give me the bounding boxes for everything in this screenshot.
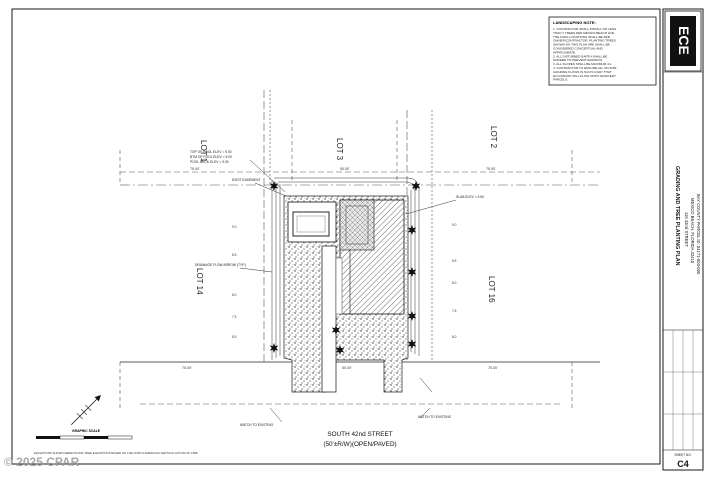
callout-easement: EXIST EASEMENT — [232, 178, 261, 182]
address-line1: 115 42nd STREET — [684, 212, 689, 247]
dimension-labels: 75.00' 50.00' 75.00' 75.00' 50.00' 75.00… — [182, 167, 498, 370]
notes-line: SODDED TO PREVENT EROSION. — [553, 58, 603, 62]
revision-grid — [663, 330, 703, 450]
elevation-tag: 8.5 — [232, 335, 237, 339]
dim-bottom-left: 75.00' — [182, 366, 192, 370]
callout-pool-bottom: BTM OF POOL ELEV = 5.00 — [190, 155, 232, 159]
tree-icon — [335, 345, 345, 355]
sheet-label: SHEET NO. — [674, 453, 691, 457]
callout-match-right: MATCH TO EXISTING — [418, 415, 452, 419]
tree-icon — [407, 311, 417, 321]
datum-note: ELEVATIONS SHOWN HEREON AND TREE ELEVATI… — [34, 451, 198, 455]
pool — [287, 201, 337, 243]
lot-label-lot14: LOT 14 — [195, 268, 204, 295]
dim-bottom-right: 75.00' — [488, 366, 498, 370]
tree-icon — [269, 181, 279, 191]
elevation-tag: 8.0 — [232, 293, 237, 297]
street-row: (50'±R/W)(OPEN/PAVED) — [323, 441, 396, 448]
title-block: ECE GRADING AND TREE PLANTING PLAN 115 4… — [663, 10, 703, 469]
watermark: © 2025 CPAR — [4, 455, 80, 469]
company-logo: ECE — [670, 16, 696, 66]
dim-top-mid: 50.00' — [340, 167, 350, 171]
tree-icon — [407, 339, 417, 349]
elevation-tag: 8.5 — [232, 253, 237, 257]
elevation-tag: 7.5 — [232, 315, 237, 319]
contour-lines — [271, 177, 420, 360]
callout-pool-top: TOP OF POOL ELEV = 9.00 — [190, 150, 232, 154]
street: SOUTH 42nd STREET (50'±R/W)(OPEN/PAVED) — [140, 403, 560, 448]
notes-line: 1. CONTRACTOR SHALL INSTALL NO LESS — [553, 27, 616, 31]
street-name: SOUTH 42nd STREET — [327, 431, 392, 438]
notes-line: NO RUNOFF WILL FLOW ONTO ADJACENT — [553, 74, 616, 78]
lot-label-lot16: LOT 16 — [487, 276, 496, 303]
elevation-tag: 9.0 — [232, 225, 237, 229]
elevation-tag: 7.5 — [452, 309, 457, 313]
notes-line: PARCELS. — [553, 78, 568, 82]
elevation-tags: 9.0 8.5 8.0 7.5 9.0 8.5 8.0 7.5 8.5 8.0 — [232, 223, 457, 339]
logo-text: ECE — [676, 26, 692, 55]
lot-lines — [119, 90, 600, 410]
building-footprint — [339, 199, 405, 315]
tree-icon — [407, 267, 417, 277]
lot-label-lot3: LOT 3 — [335, 138, 344, 161]
leader-lines — [239, 159, 457, 423]
tree-icon — [269, 343, 279, 353]
tree-icon — [331, 325, 341, 335]
notes-line: CONSIDERED CONCEPTUAL AND — [553, 47, 604, 51]
notes-title: LANDSCAPING NOTE: — [553, 20, 596, 25]
callout-match-left: MATCH TO EXISTING — [240, 423, 274, 427]
graphic-scale: GRAPHIC SCALE ELEVATIONS SHOWN HEREON AN… — [34, 395, 198, 455]
landscaping-notes: LANDSCAPING NOTE: 1. CONTRACTOR SHALL IN… — [548, 16, 657, 86]
notes-line: THE FINAL LOCATIONS SHALL BE PER — [553, 35, 611, 39]
tree-icon — [407, 225, 417, 235]
elevation-tag: 8.5 — [452, 259, 457, 263]
notes-line: APPROXIMATE. — [553, 50, 576, 54]
dim-bottom-mid: 50.00' — [342, 366, 352, 370]
callouts: TOP OF POOL ELEV = 9.00 BTM OF POOL ELEV… — [190, 150, 484, 427]
lot-label-lot2: LOT 2 — [489, 126, 498, 149]
title-block-border — [662, 8, 704, 471]
notes-line: GRADING FLOWS IN SUCH A WAY THAT — [553, 70, 612, 74]
notes-line: 2. ALL DISTURBED EARTH SHALL BE — [553, 54, 607, 58]
sheet-number: C4 — [677, 459, 689, 469]
elevation-tag: 9.0 — [452, 223, 457, 227]
notes-line: THAN 7 TREES PER MEXICO BEACH LDR. — [553, 31, 615, 35]
planting-trees — [269, 181, 421, 355]
dim-top-right: 75.00' — [486, 167, 496, 171]
callout-slab: SLAB ELEV = 9.50 — [456, 195, 484, 199]
scale-label: GRAPHIC SCALE — [72, 429, 101, 433]
address-line2: MEXICO BEACH, FLORIDA 32410 — [690, 198, 695, 264]
notes-line: SHOWN ON THIS PLAN ARE SHALL BE — [553, 43, 610, 47]
lot-label-lot1: LOT 1 — [199, 140, 208, 163]
sheet-border — [11, 8, 661, 465]
callout-drainage: DRAINAGE FLOW ARROW (TYP.) — [195, 263, 246, 267]
notes-line: 3. ALL SLOPES SHALL BE MAXIMUM 4:1. — [553, 62, 612, 66]
lot-labels: LOT 1 LOT 3 LOT 2 LOT 14 LOT 16 — [195, 126, 498, 303]
tree-icon — [411, 181, 421, 191]
elevation-tag: 8.0 — [452, 335, 457, 339]
dim-top-left: 75.00' — [190, 167, 200, 171]
notes-line: 4. CONTRACTOR TO ENSURE ALL ON-SITE — [553, 66, 617, 70]
notes-lines: 1. CONTRACTOR SHALL INSTALL NO LESSTHAN … — [553, 27, 617, 82]
elevation-tag: 8.0 — [452, 281, 457, 285]
driveway — [321, 245, 343, 393]
parcel-id: BAY COUNTY PARCEL ID: 04171-003-000 — [696, 194, 701, 275]
north-arrow-icon — [70, 395, 101, 426]
callout-pool-deck: POOL DECK ELEV = 9.00 — [190, 160, 229, 164]
plan-title: GRADING AND TREE PLANTING PLAN — [674, 166, 680, 266]
notes-line: OWNER/CONTRACTOR. PLANTING TREES — [553, 39, 616, 43]
